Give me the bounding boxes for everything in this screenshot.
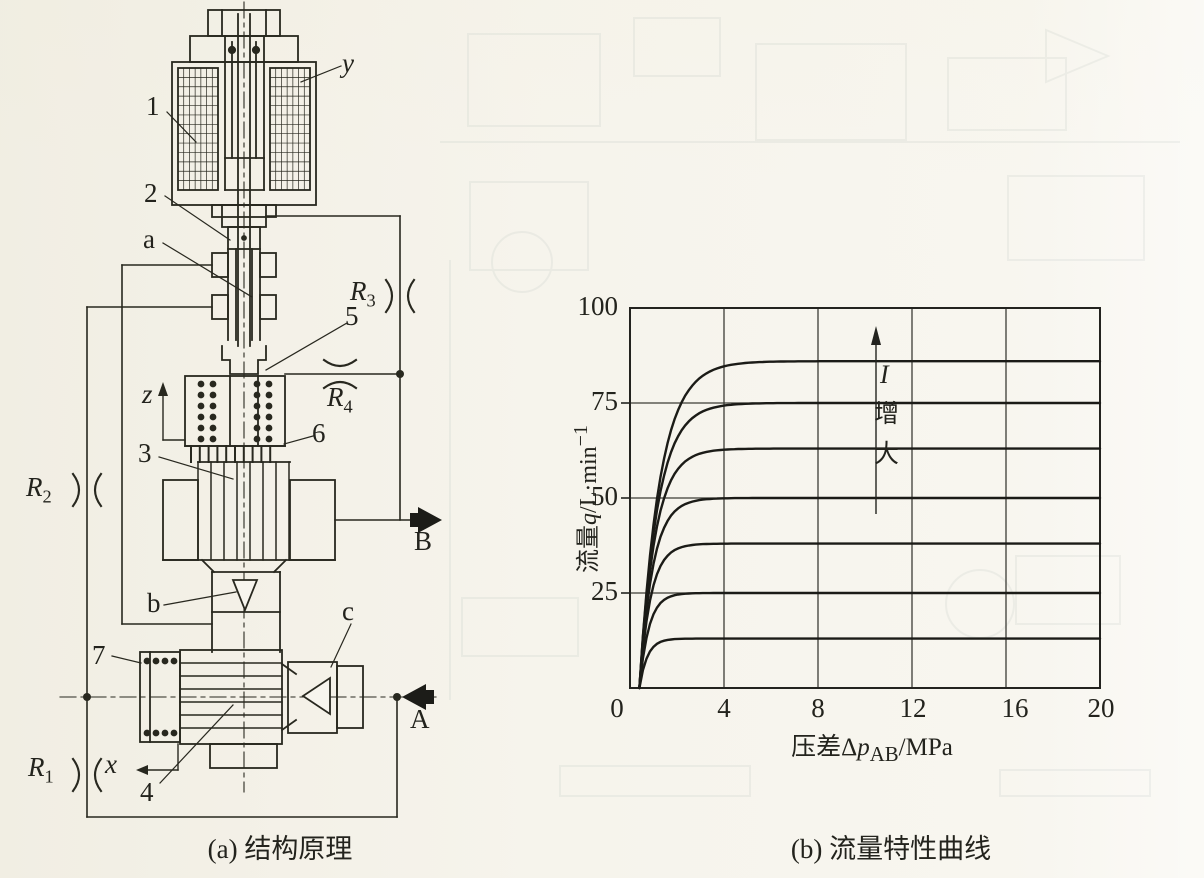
hatch-and-spring-decoration [143,67,311,737]
x-tick-16: 16 [1001,693,1029,723]
pilot-stage [211,204,277,375]
port-label-b: B [414,526,433,556]
y-tick-50: 50 [591,481,618,511]
cone-c [301,676,331,716]
part-label-b: b [147,588,161,618]
resistance-symbol-r2 [71,472,103,508]
displacement-axis-label-x: x [105,749,117,779]
displacement-axis-label-z: z [142,379,153,409]
current-increase-arrow [871,326,881,514]
port-arrows [402,507,442,710]
caption-panel-b: (b) 流量特性曲线 [790,834,992,864]
lower-spool-assembly [139,649,364,769]
part-label-2: 2 [144,178,158,208]
part-label-4: 4 [140,777,154,807]
leader-lines [111,65,352,784]
resistor-label-r2: R2 [26,472,52,507]
x-tick-0: 0 [610,693,624,723]
x-tick-20: 20 [1087,693,1115,723]
part-label-5: 5 [345,301,359,331]
valve-diagram [59,1,442,818]
resistor-label-r4: R4 [327,382,353,417]
annotation-char-2: 大 [874,441,900,468]
y-tick-25: 25 [591,576,618,606]
resistance-symbol-r4 [322,358,358,390]
current-increase-annotation: I 增 大 [874,360,914,470]
spring-seat [221,345,267,375]
x-axis-arrowhead [136,765,148,775]
part-label-7: 7 [92,640,106,670]
y-axis-title: 流量q/L·min−1 [570,425,602,573]
resistance-symbols [71,278,416,793]
proportional-solenoid [171,9,317,347]
resistance-symbol-r1 [71,757,103,793]
resistor-label-r3: R3 [350,276,376,311]
port-label-a: A [410,704,430,734]
seat-cone-b [231,579,259,613]
junction-dots [83,370,404,701]
annotation-char-1: 增 [874,401,900,428]
z-axis-arrowhead [158,382,168,396]
port-b-outflow-arrow [410,507,442,533]
caption-panel-a: (a) 结构原理 [207,834,353,864]
flow-curves [638,360,1102,690]
coil-left [177,67,219,191]
seat-section-b [211,571,281,653]
centerlines [59,1,441,793]
current-symbol: I [880,360,889,389]
x-tick-12: 12 [899,693,927,723]
resistor-label-r1: R1 [28,752,54,787]
up-arrowhead [871,326,881,345]
feedback-lines [86,215,415,818]
displacement-axis-label-y: y [342,48,354,78]
coil-right [269,67,311,191]
part-label-a: a [143,224,155,254]
y-tick-75: 75 [591,386,618,416]
part-label-6: 6 [312,418,326,448]
part-label-3: 3 [138,438,152,468]
y-tick-100: 100 [577,291,619,321]
x-tick-4: 4 [717,693,731,723]
axis-markers [136,382,186,775]
x-tick-8: 8 [811,693,825,723]
y-axis-ticks [621,402,630,594]
x-axis-title: 压差ΔpAB/MPa [791,734,953,766]
part-label-c: c [342,596,354,626]
flow-chart [621,307,1102,690]
port-a-inflow-arrow [402,684,434,710]
main-spool-body [162,461,336,574]
resistance-symbol-r3 [384,278,416,314]
bleedthrough-ghosts [440,17,1180,797]
part-label-1: 1 [146,91,160,121]
